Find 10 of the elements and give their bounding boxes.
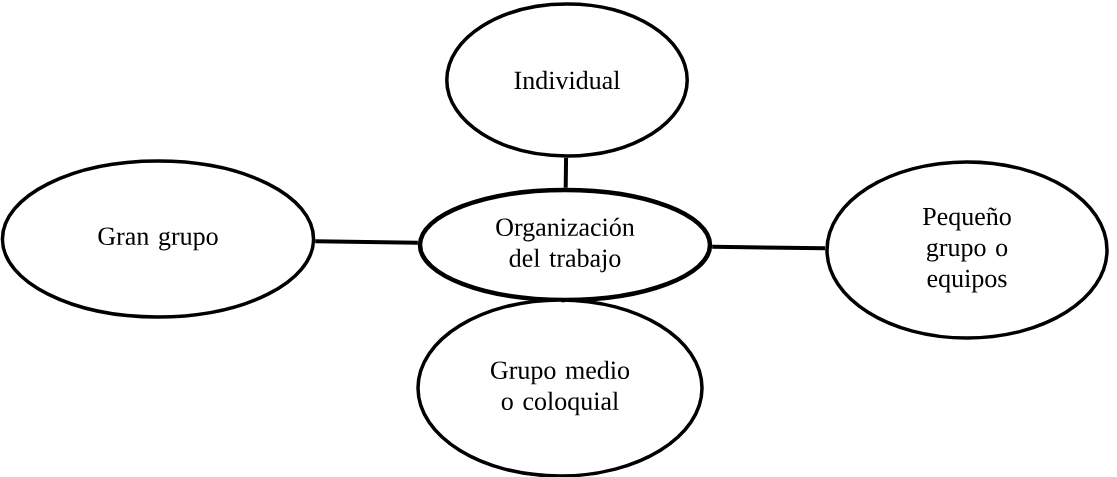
ellipse-node: Organización del trabajo [417,187,713,303]
ellipse-node: Pequeño grupo o equipos [825,160,1109,340]
connector-line [315,239,418,245]
node-label: Grupo medio o coloquial [491,360,630,416]
connector-line [561,298,566,303]
connector-line [563,157,569,188]
ellipse-node: Gran grupo [0,159,316,319]
connector-line [712,244,826,251]
ellipse-node: Individual [445,2,689,158]
ellipse-node: Grupo medio o coloquial [416,298,704,477]
